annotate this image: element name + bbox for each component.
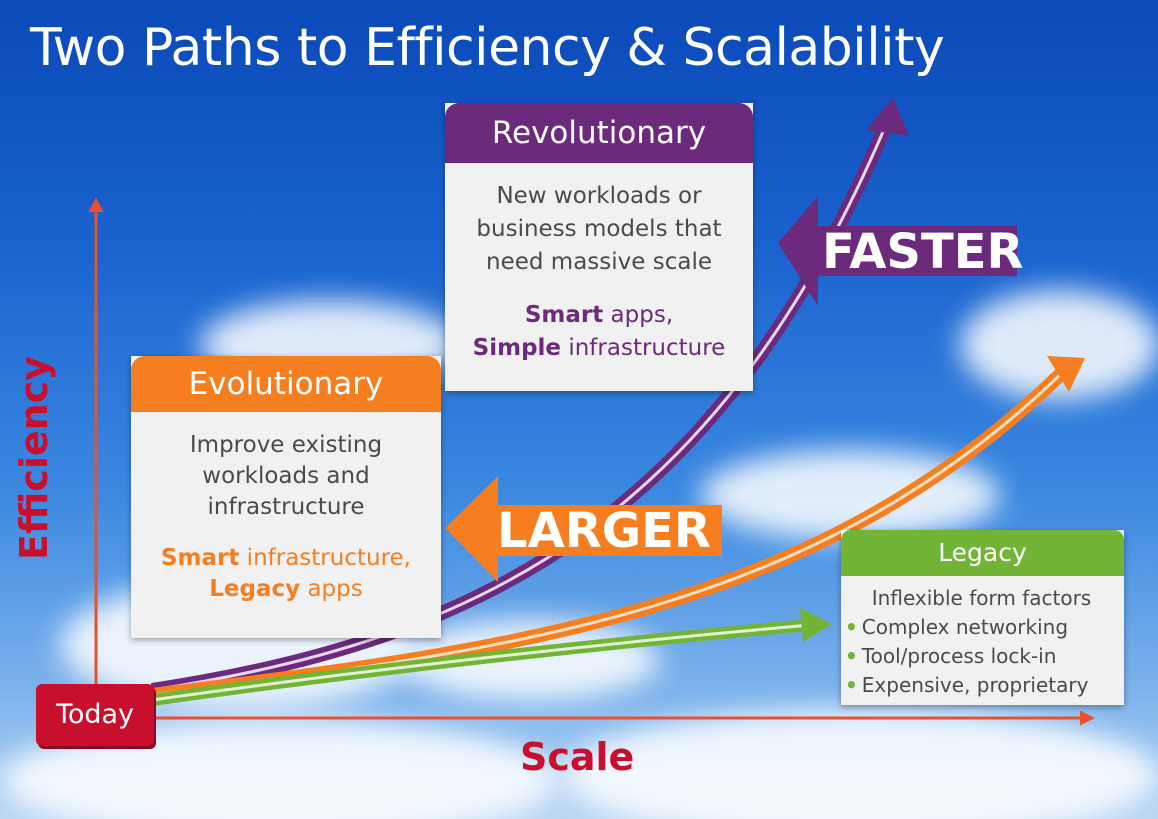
legacy-item: •Tool/process lock-in xyxy=(845,644,1057,668)
legacy-body: Inflexible form factors •Complex network… xyxy=(841,576,1124,700)
evolutionary-apps-line: Legacy apps xyxy=(209,576,363,602)
larger-arrow-shape xyxy=(445,476,722,582)
evolutionary-box: Evolutionary Improve existing workloads … xyxy=(131,356,441,638)
faster-arrow-shape xyxy=(778,196,1017,306)
bullet-icon: • xyxy=(845,644,858,668)
larger-label: LARGER xyxy=(497,503,711,559)
evolutionary-title: Evolutionary xyxy=(131,356,441,412)
evolutionary-infra-line: Smart infrastructure, xyxy=(160,545,411,571)
scale-axis-label: Scale xyxy=(520,735,635,779)
efficiency-axis-label: Efficiency xyxy=(12,355,56,560)
revolutionary-box: Revolutionary New workloads or business … xyxy=(445,103,753,391)
legacy-item: •Complex networking xyxy=(845,615,1069,639)
cloud xyxy=(560,710,1158,819)
evolutionary-desc-line: infrastructure xyxy=(207,494,365,520)
evolutionary-desc-line: workloads and xyxy=(202,463,370,489)
evolutionary-desc-line: Improve existing xyxy=(189,432,383,458)
evolutionary-body: Improve existing workloads and infrastru… xyxy=(131,412,441,605)
revolutionary-desc-line: New workloads or xyxy=(496,183,702,209)
legacy-item: Inflexible form factors xyxy=(871,586,1092,610)
legacy-path-stripe xyxy=(151,623,811,702)
revolutionary-infra-line: Simple infrastructure xyxy=(472,335,726,361)
bullet-icon: • xyxy=(845,673,858,697)
legacy-title: Legacy xyxy=(841,530,1124,576)
evolutionary-arrowhead xyxy=(1047,356,1085,392)
revolutionary-desc-line: business models that xyxy=(476,216,722,242)
legacy-item: •Expensive, proprietary xyxy=(845,673,1089,697)
bullet-icon: • xyxy=(845,615,858,639)
today-start-box: Today xyxy=(36,684,154,746)
legacy-arrowhead xyxy=(800,608,832,642)
revolutionary-body: New workloads or business models that ne… xyxy=(445,163,753,365)
revolutionary-arrowhead xyxy=(866,98,909,136)
revolutionary-desc-line: need massive scale xyxy=(486,249,712,275)
legacy-box: Legacy Inflexible form factors •Complex … xyxy=(841,530,1124,705)
revolutionary-title: Revolutionary xyxy=(445,103,753,163)
revolutionary-apps-line: Smart apps, xyxy=(524,302,674,328)
slide-title: Two Paths to Efficiency & Scalability xyxy=(30,18,945,78)
faster-label: FASTER xyxy=(822,224,1024,280)
